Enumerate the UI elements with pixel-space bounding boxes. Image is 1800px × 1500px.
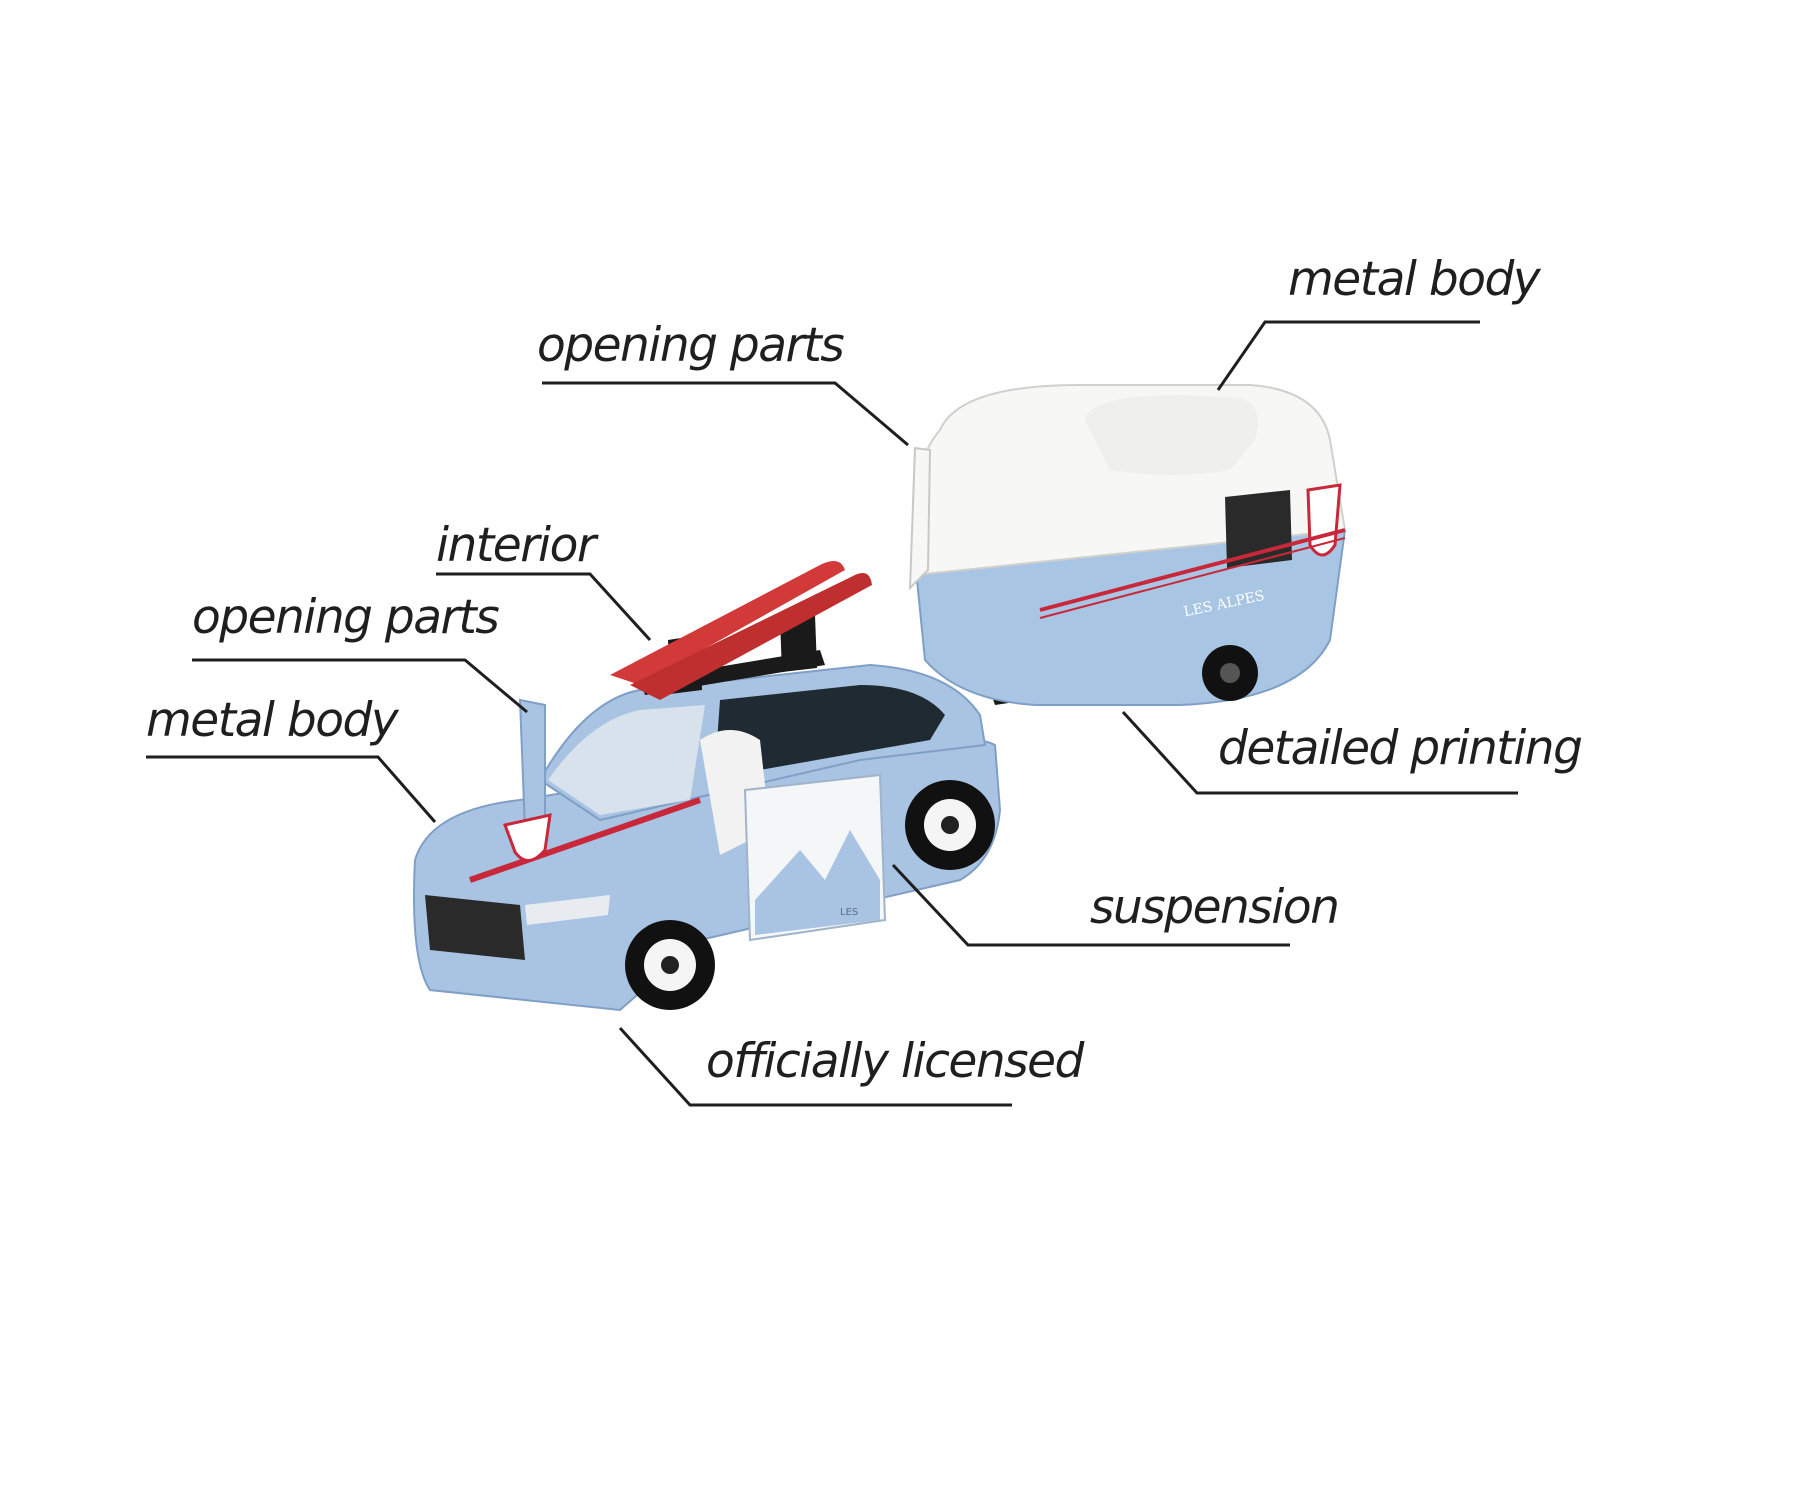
trailer-open-door	[908, 446, 932, 591]
leader-metal-body-trailer	[1216, 320, 1480, 391]
car-side-window	[715, 685, 945, 770]
leader-lines	[146, 320, 1518, 1107]
trailer-wheel-hub	[1220, 663, 1240, 683]
leader-opening-parts-car	[192, 658, 528, 714]
trailer-stripe	[1039, 528, 1346, 612]
car-headlight	[525, 895, 610, 925]
leader-suspension	[891, 863, 1290, 947]
trailer-window	[1225, 490, 1292, 568]
leader-opening-parts-trailer	[542, 381, 909, 447]
leader-interior	[436, 572, 652, 642]
trailer-roof-hatch	[1085, 395, 1258, 475]
car-rear-hub	[941, 816, 959, 834]
callout-detailed-printing: detailed printing	[1218, 721, 1583, 776]
ski-left	[610, 561, 845, 685]
door-mountain-print	[755, 830, 880, 935]
car-open-door-front	[518, 698, 546, 832]
car-hood-stripe	[469, 797, 701, 883]
car-hood-crest	[502, 813, 552, 862]
callout-officially-licensed: officially licensed	[706, 1034, 1084, 1089]
callout-opening-parts-car: opening parts	[192, 590, 500, 645]
trailer-stripe-thin	[1039, 537, 1346, 619]
car-grille	[425, 895, 525, 960]
caravan-trailer: LES ALPES	[908, 384, 1347, 706]
ski-right	[630, 572, 872, 700]
door-print-text: LES	[840, 907, 858, 918]
leader-officially-licensed	[618, 1026, 1012, 1107]
toy-car: LES	[413, 561, 1002, 1012]
car-front-hub	[661, 956, 679, 974]
callout-opening-parts-trailer: opening parts	[537, 318, 845, 373]
leader-detailed-printing	[1121, 710, 1518, 795]
car-windshield	[548, 705, 705, 815]
callout-metal-body-car: metal body	[146, 693, 399, 748]
callout-metal-body-trailer: metal body	[1288, 252, 1541, 307]
leader-metal-body-car	[146, 755, 437, 823]
callout-suspension: suspension	[1090, 880, 1340, 935]
callout-interior: interior	[436, 518, 596, 573]
